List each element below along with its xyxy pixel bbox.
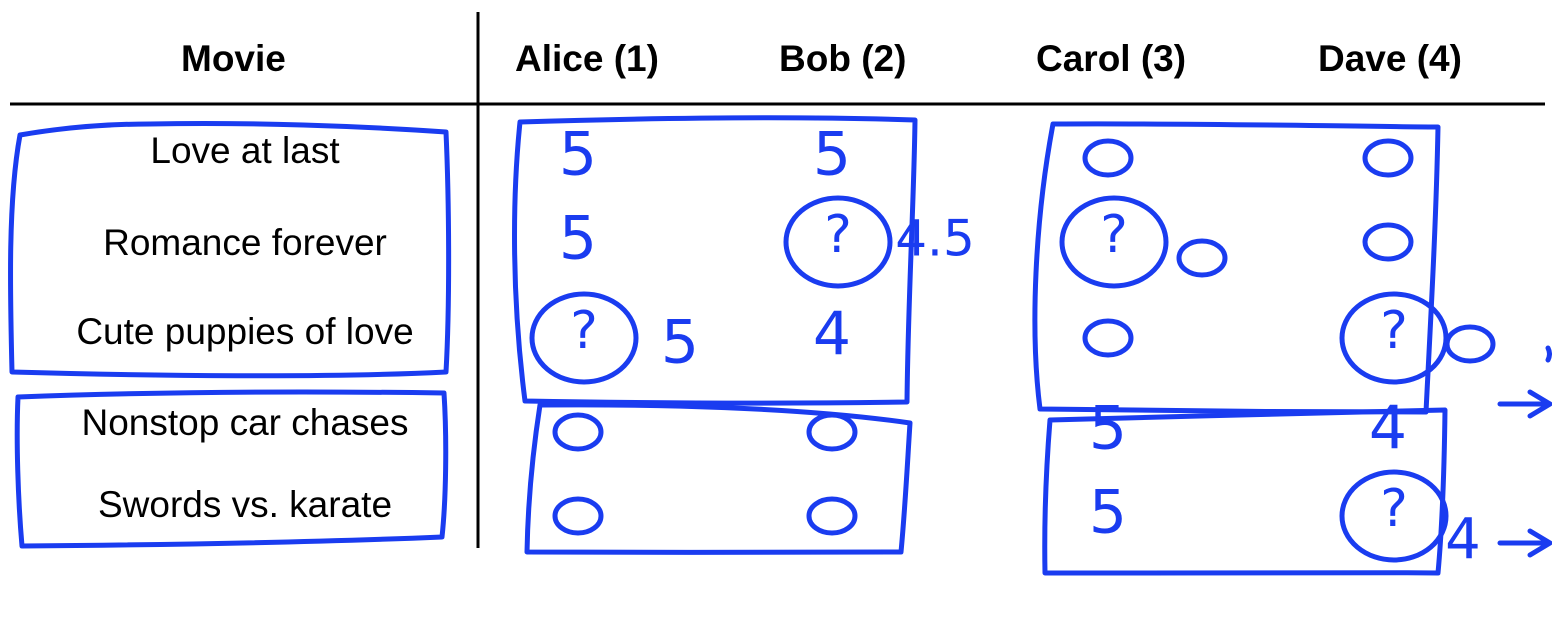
- movie-title: Nonstop car chases: [81, 402, 409, 443]
- rating-zero: [1082, 138, 1134, 178]
- header-dave: Dave (4): [1318, 38, 1462, 79]
- action-alice-bob-box: [524, 402, 913, 555]
- prediction-dave-swords: 4: [1445, 507, 1481, 572]
- unknown-rating-mark: ?: [1100, 205, 1128, 265]
- prediction-dave-cute: [1444, 324, 1496, 364]
- rating-value: 5: [559, 120, 597, 190]
- rating-zero: [552, 412, 604, 452]
- romance-alice-bob-box: [512, 115, 918, 406]
- rating-value: 4: [813, 300, 851, 370]
- romance-movies-group-box: [7, 120, 452, 379]
- rating-zero: [1362, 222, 1414, 262]
- prediction-bob-romance: 4.5: [895, 210, 975, 268]
- rating-zero: [552, 496, 604, 536]
- rating-value: 5: [559, 204, 597, 274]
- unknown-rating-mark: ?: [1380, 301, 1408, 361]
- rating-value: 5: [1089, 394, 1127, 464]
- rating-value: 4: [1369, 394, 1407, 464]
- unknown-rating-circle: [529, 291, 639, 385]
- header-movie: Movie: [181, 38, 286, 79]
- header-carol: Carol (3): [1036, 38, 1187, 79]
- movie-title: Swords vs. karate: [97, 484, 393, 525]
- arrow-stub-icon: [1545, 345, 1552, 363]
- rating-value: 5: [1089, 478, 1127, 548]
- rating-zero: [806, 412, 858, 452]
- movie-title: Cute puppies of love: [76, 311, 414, 352]
- unknown-rating-circle: [1339, 469, 1449, 563]
- action-carol-dave-box: [1042, 407, 1448, 576]
- rating-value: 5: [813, 120, 851, 190]
- unknown-rating-mark: ?: [1380, 479, 1408, 539]
- prediction-carol-romance: [1176, 238, 1228, 278]
- unknown-rating-circle: [1059, 195, 1169, 289]
- movie-title: Romance forever: [103, 222, 387, 263]
- right-arrow-icon: [1497, 389, 1552, 419]
- movie-title: Love at last: [150, 130, 340, 171]
- unknown-rating-circle: [783, 195, 893, 289]
- rating-zero: [1082, 318, 1134, 358]
- action-movies-group-box: [14, 389, 449, 549]
- header-bob: Bob (2): [779, 38, 907, 79]
- right-arrow-icon: [1497, 528, 1552, 558]
- romance-carol-dave-box: [1032, 121, 1441, 415]
- prediction-alice-cute: 5: [661, 308, 699, 378]
- unknown-rating-mark: ?: [570, 301, 598, 361]
- rating-zero: [806, 496, 858, 536]
- rating-zero: [1362, 138, 1414, 178]
- unknown-rating-mark: ?: [824, 205, 852, 265]
- header-alice: Alice (1): [515, 38, 659, 79]
